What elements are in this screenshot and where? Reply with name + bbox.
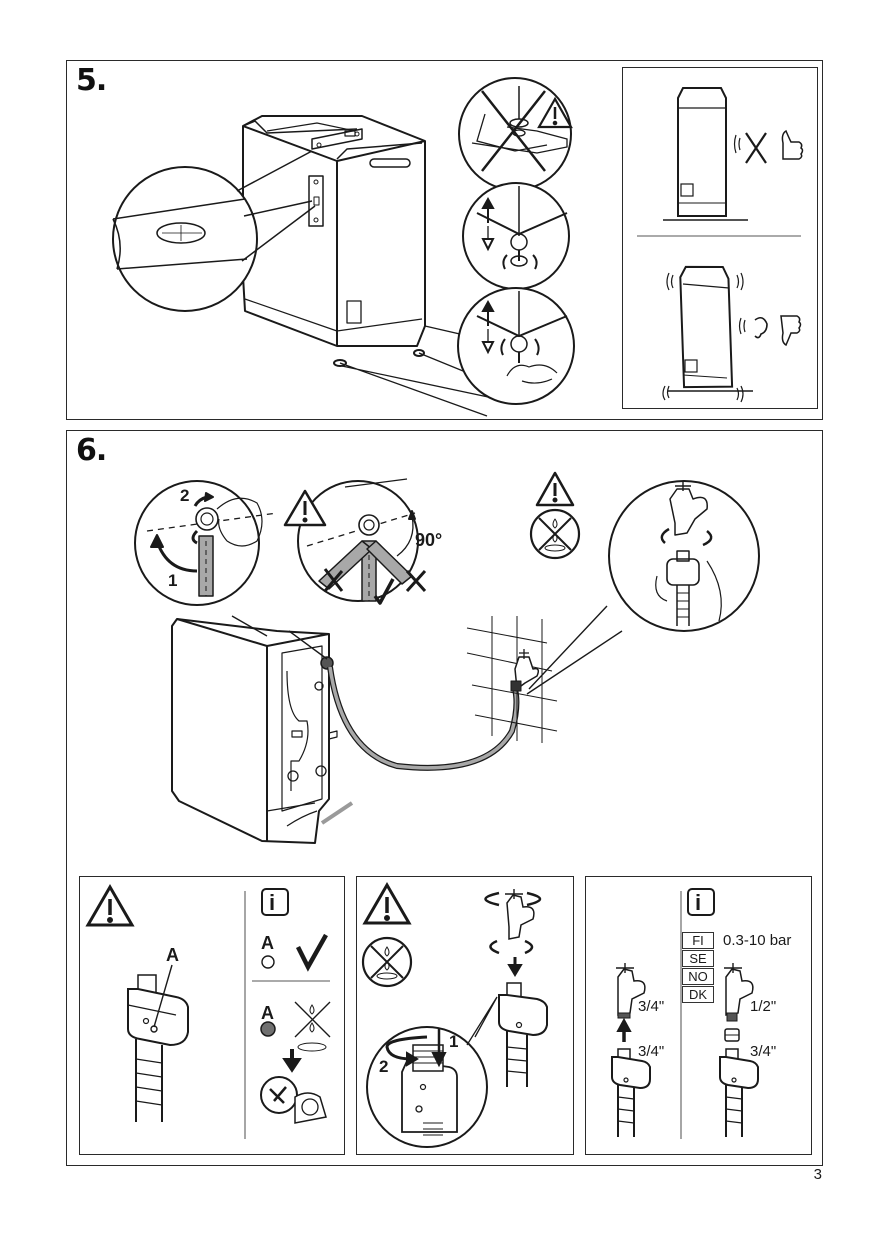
tighten-step-1-label: 1 bbox=[168, 571, 177, 590]
leveling-illustration bbox=[112, 77, 575, 417]
inlet-hose-illustration: 1 2 90° bbox=[134, 471, 760, 844]
tighten-step-2-label: 2 bbox=[180, 486, 189, 505]
indicator-check-panel: A A A i bbox=[79, 876, 345, 1155]
info-icon: i bbox=[695, 890, 701, 915]
step-5-panel: 5. bbox=[66, 60, 823, 420]
country-code-fi: FI bbox=[682, 932, 714, 949]
tap-connect-illustration: 1 2 bbox=[361, 882, 548, 1148]
step-6-panel: 6. bbox=[66, 430, 823, 1166]
step-5-number: 5. bbox=[76, 63, 107, 98]
tap-step-2-label: 2 bbox=[379, 1057, 388, 1076]
adapter-hose-thread-size: 3/4" bbox=[750, 1043, 777, 1060]
thread-sizes-illustration: i bbox=[611, 888, 759, 1139]
indicator-fault-a-label: A bbox=[261, 1003, 274, 1023]
indicator-ok-a-label: A bbox=[261, 933, 274, 953]
angle-90-label: 90° bbox=[415, 530, 442, 550]
country-code-no: NO bbox=[682, 968, 714, 985]
hose-thread-size: 3/4" bbox=[638, 1043, 665, 1060]
tap-connect-panel: 1 2 bbox=[356, 876, 574, 1155]
indicator-a-label: A bbox=[166, 945, 179, 965]
sound-comparison-panel bbox=[622, 67, 818, 409]
step-6-number: 6. bbox=[76, 433, 107, 468]
page-number: 3 bbox=[813, 1166, 822, 1183]
tap-step-1-label: 1 bbox=[449, 1032, 458, 1051]
adapter-tap-thread-size: 1/2" bbox=[750, 998, 777, 1015]
country-code-dk: DK bbox=[682, 986, 714, 1003]
pressure-range: 0.3-10 bar bbox=[723, 932, 792, 949]
country-code-se: SE bbox=[682, 950, 714, 967]
sound-comparison-illustration bbox=[637, 87, 804, 403]
thread-sizes-panel: i 3/4" 3/4" FI SE NO DK 0.3-10 bar 1/2" … bbox=[585, 876, 812, 1155]
indicator-check-illustration: A A A i bbox=[85, 884, 331, 1139]
tap-thread-size: 3/4" bbox=[638, 998, 665, 1015]
info-icon: i bbox=[269, 890, 275, 915]
